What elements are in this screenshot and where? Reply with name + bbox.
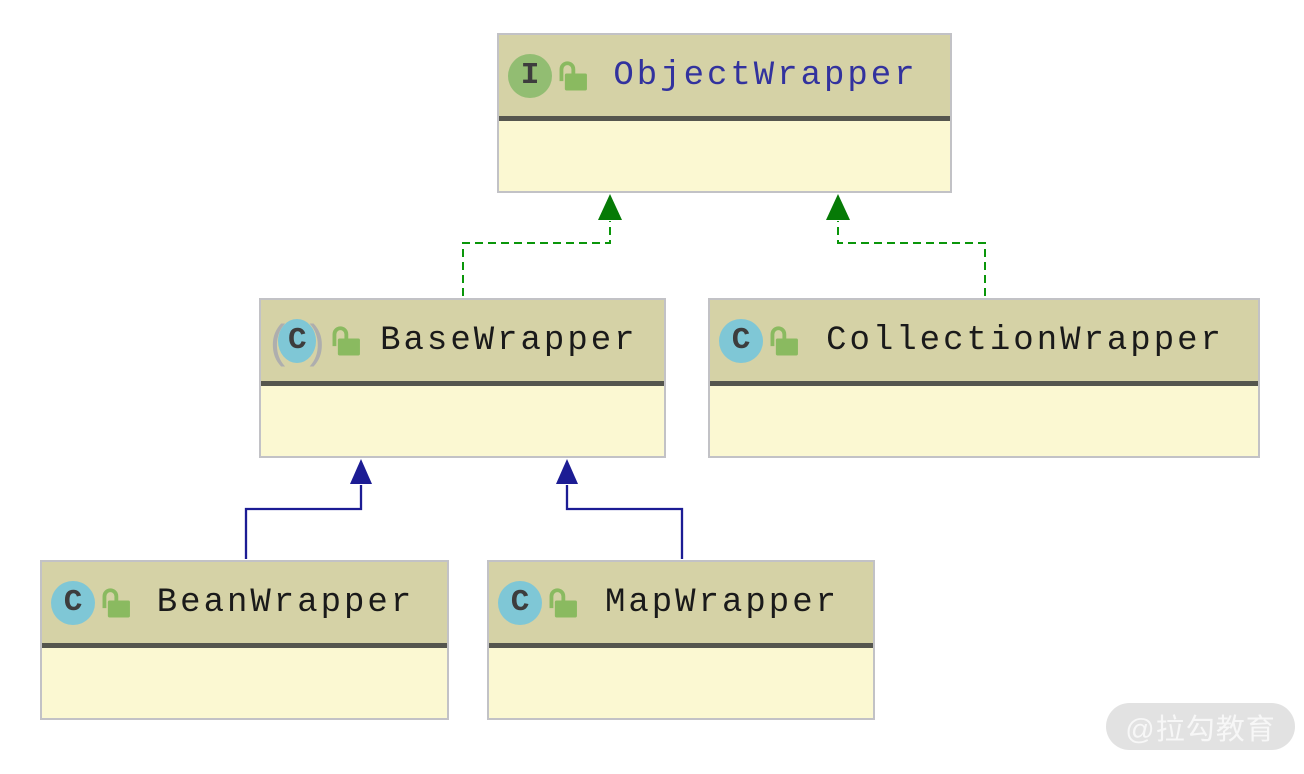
edge-line bbox=[837, 221, 986, 296]
unlocked-icon bbox=[332, 325, 360, 355]
node-separator bbox=[499, 116, 950, 121]
uml-node-collectionwrapper[interactable]: C CollectionWrapper bbox=[708, 298, 1260, 458]
node-title-beanwrapper: BeanWrapper bbox=[156, 583, 415, 622]
uml-node-mapwrapper[interactable]: C MapWrapper bbox=[487, 560, 875, 720]
icon-group: ( C ) bbox=[270, 318, 360, 364]
node-body bbox=[710, 386, 1258, 456]
uml-node-objectwrapper[interactable]: I ObjectWrapper bbox=[497, 33, 952, 193]
arrowhead-extends bbox=[350, 459, 372, 484]
icon-group: I bbox=[508, 53, 587, 98]
watermark-text: @拉勾教育 bbox=[1125, 713, 1276, 746]
watermark: @拉勾教育 bbox=[1106, 703, 1295, 750]
class-icon: C bbox=[719, 318, 763, 363]
class-icon-letter: C bbox=[731, 323, 751, 358]
arrowhead-extends bbox=[556, 459, 578, 484]
edge-implements-basewrapper-objectwrapper bbox=[462, 194, 622, 296]
edge-extends-beanwrapper-basewrapper bbox=[244, 459, 372, 559]
arrowhead-implements bbox=[598, 194, 622, 220]
node-separator bbox=[42, 643, 447, 648]
node-title-objectwrapper: ObjectWrapper bbox=[613, 56, 918, 95]
node-header: ( C ) BaseWrapper bbox=[261, 300, 664, 381]
class-icon-letter: C bbox=[288, 323, 307, 358]
node-header: C BeanWrapper bbox=[42, 562, 447, 643]
edge-line bbox=[462, 221, 611, 296]
interface-icon-letter: I bbox=[520, 58, 540, 93]
uml-node-basewrapper[interactable]: ( C ) BaseWrapper bbox=[259, 298, 666, 458]
unlocked-icon bbox=[559, 60, 587, 90]
icon-group: C bbox=[498, 580, 577, 625]
node-body bbox=[42, 648, 447, 718]
node-body bbox=[261, 386, 664, 456]
node-separator bbox=[489, 643, 873, 648]
node-body bbox=[499, 121, 950, 191]
edge-implements-collectionwrapper-objectwrapper bbox=[826, 194, 986, 296]
node-header: C MapWrapper bbox=[489, 562, 873, 643]
node-title-mapwrapper: MapWrapper bbox=[604, 583, 840, 622]
unlocked-icon bbox=[770, 325, 798, 355]
class-icon-letter: C bbox=[63, 585, 83, 620]
edge-extends-mapwrapper-basewrapper bbox=[556, 459, 684, 559]
unlocked-icon bbox=[549, 587, 577, 617]
abstract-class-icon: ( C ) bbox=[270, 318, 325, 364]
class-icon: C bbox=[278, 318, 317, 363]
node-separator bbox=[261, 381, 664, 386]
interface-icon: I bbox=[508, 53, 552, 98]
class-icon: C bbox=[498, 580, 542, 625]
node-header: C CollectionWrapper bbox=[710, 300, 1258, 381]
unlocked-icon bbox=[102, 587, 130, 617]
class-icon-letter: C bbox=[510, 585, 530, 620]
node-title-collectionwrapper: CollectionWrapper bbox=[826, 321, 1224, 360]
node-separator bbox=[710, 381, 1258, 386]
uml-node-beanwrapper[interactable]: C BeanWrapper bbox=[40, 560, 449, 720]
edge-line bbox=[565, 485, 684, 559]
edge-line bbox=[244, 485, 363, 559]
node-title-basewrapper: BaseWrapper bbox=[380, 321, 638, 360]
icon-group: C bbox=[719, 318, 798, 363]
icon-group: C bbox=[51, 580, 130, 625]
node-header: I ObjectWrapper bbox=[499, 35, 950, 116]
class-icon: C bbox=[51, 580, 95, 625]
node-body bbox=[489, 648, 873, 718]
arrowhead-implements bbox=[826, 194, 850, 220]
